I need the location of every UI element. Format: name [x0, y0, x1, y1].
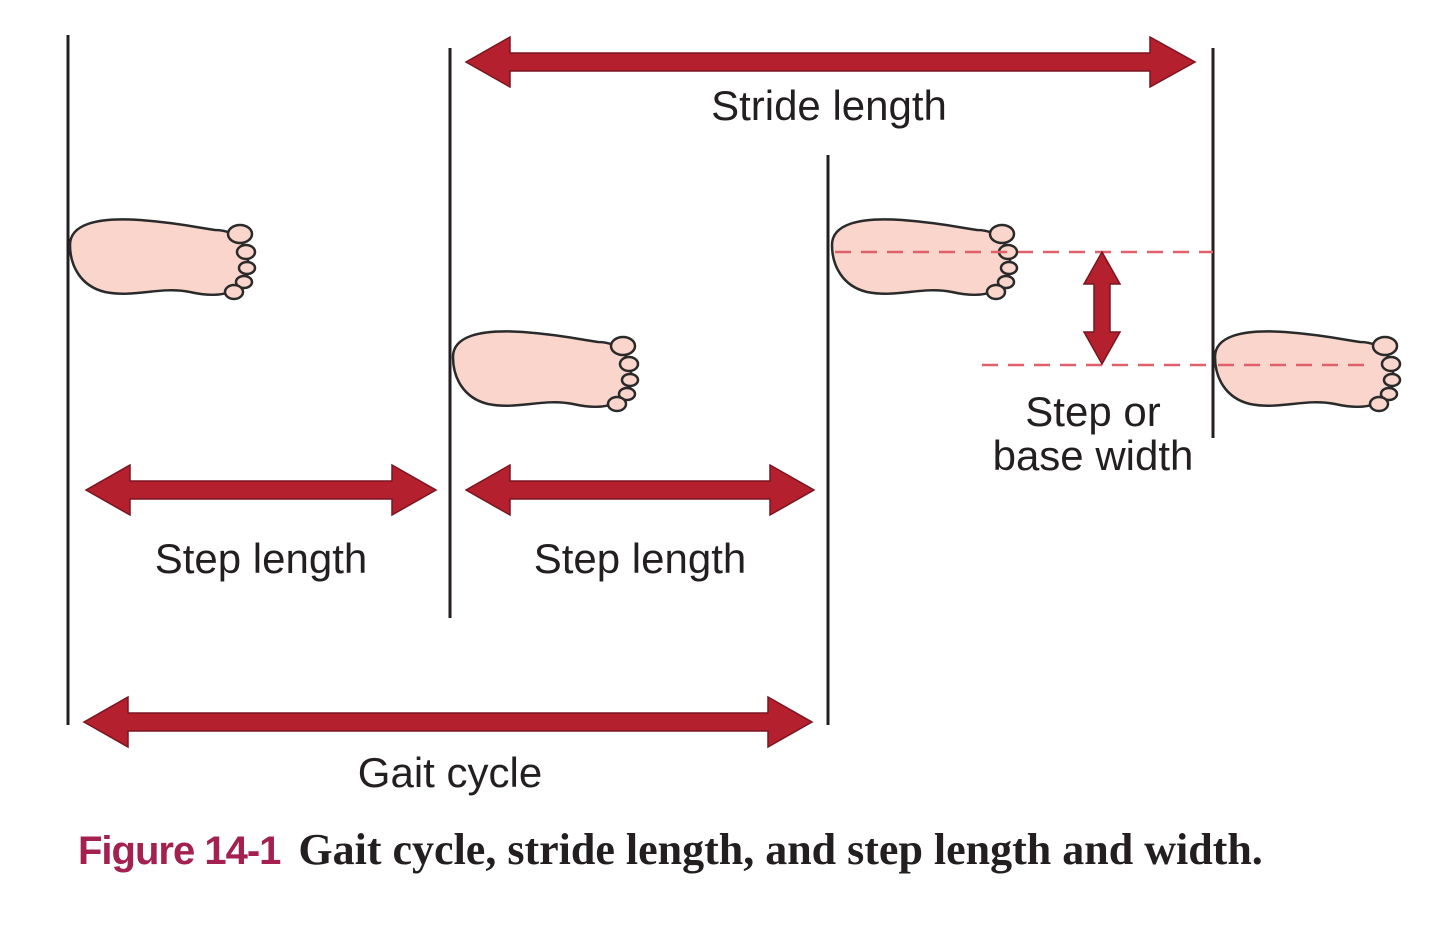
step-width-arrow	[1082, 250, 1122, 366]
step-length-arrow-1	[84, 463, 438, 517]
step-length-arrow-2	[464, 463, 816, 517]
footprint-left-2	[830, 218, 1019, 301]
figure-number: Figure 14-1	[78, 829, 281, 873]
gait-cycle-arrow	[82, 695, 814, 749]
gait-cycle-label: Gait cycle	[358, 749, 542, 796]
step-width-label-line2: base width	[993, 432, 1194, 479]
footprint-left-1	[68, 218, 257, 301]
step-length-label-2: Step length	[534, 535, 747, 582]
footprint-right-1	[451, 330, 640, 413]
caption-text: Gait cycle, stride length, and step leng…	[298, 825, 1263, 874]
step-length-label-1: Step length	[155, 535, 368, 582]
footprint-right-2	[1213, 330, 1402, 413]
stride-length-label: Stride length	[711, 82, 947, 129]
figure-caption: Figure 14-1 Gait cycle, stride length, an…	[78, 822, 1418, 888]
step-width-label-line1: Step or	[1025, 388, 1160, 435]
stride-length-arrow	[464, 35, 1197, 89]
